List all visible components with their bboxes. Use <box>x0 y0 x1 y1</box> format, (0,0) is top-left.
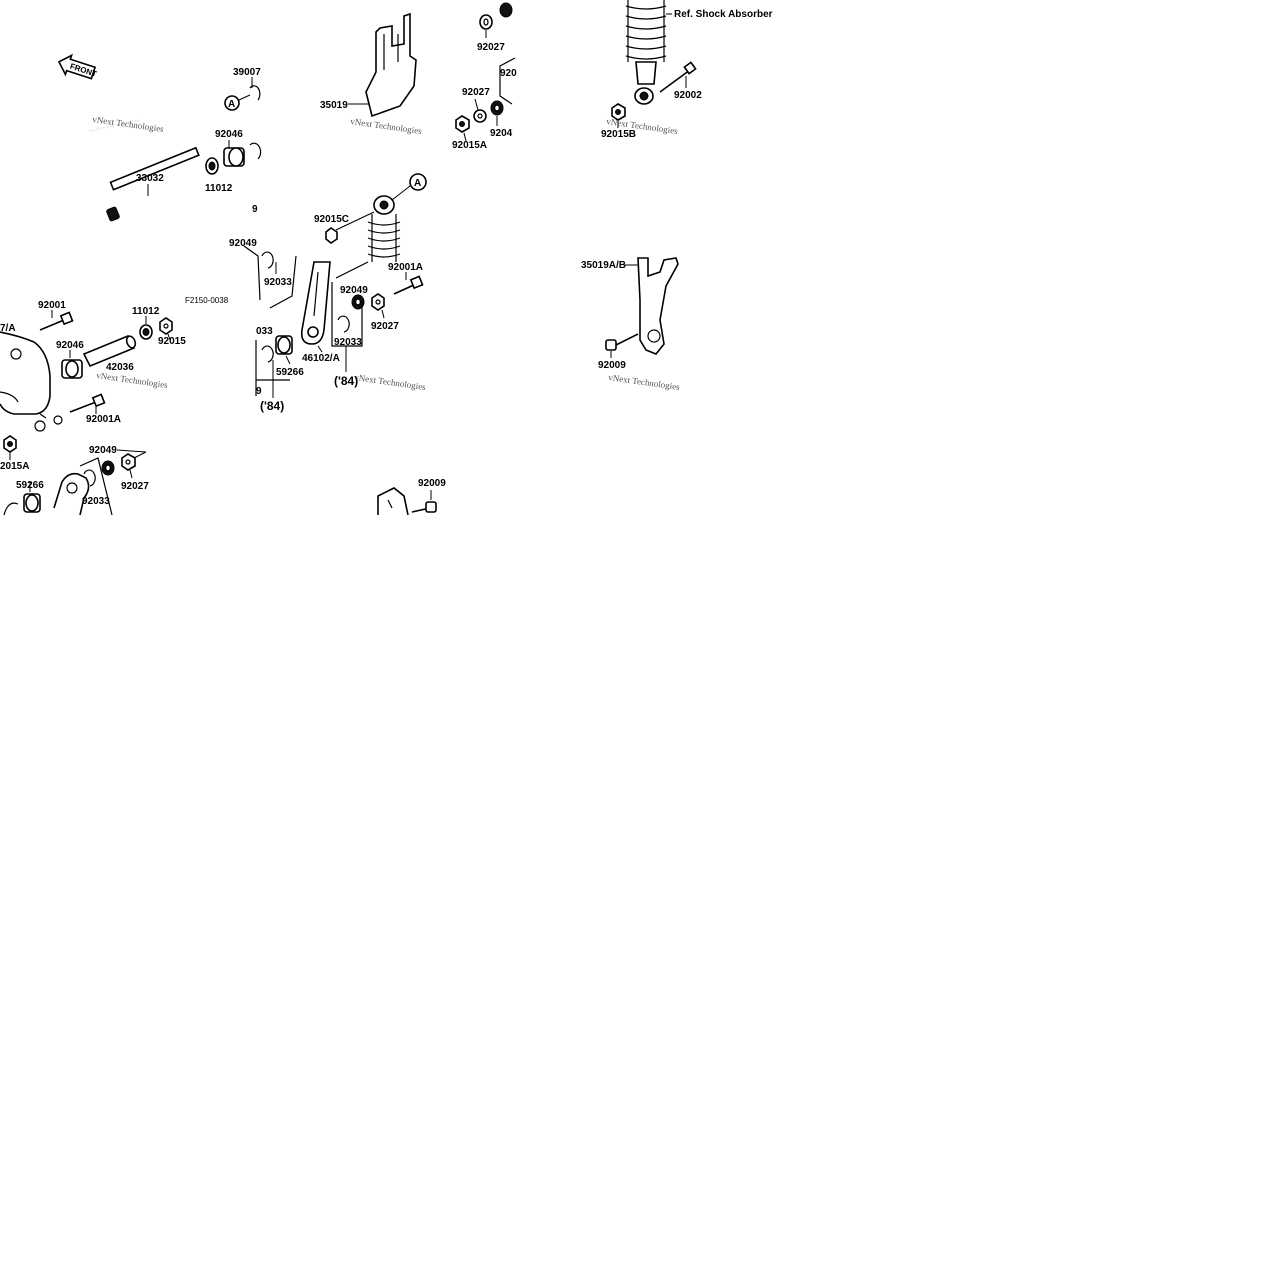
label-92033-right: 92033 <box>334 337 362 348</box>
label-92046-left: 92046 <box>56 340 84 351</box>
bracket-35019 <box>365 12 417 118</box>
label-92027-right: 92027 <box>371 321 399 332</box>
washer-92027-top <box>479 14 493 30</box>
nut-92015B <box>611 103 626 121</box>
figure-code: F2150-0038 <box>185 296 229 305</box>
label-92033-bottom: 92033 <box>82 496 110 507</box>
label-92049-bottom: 92049 <box>89 445 117 456</box>
label-42036: 42036 <box>106 362 134 373</box>
label-92015C: 92015C <box>314 214 349 225</box>
spacer-59266-mid <box>275 335 293 355</box>
label-92015-left: 92015 <box>158 336 186 347</box>
nut-92015A-top <box>455 115 470 133</box>
callout-a-right: A <box>414 178 421 189</box>
ref-shock-absorber-note: Ref. Shock Absorber <box>674 9 773 20</box>
label-11012-top: 11012 <box>205 183 233 194</box>
label-9-cut-b: 9 <box>256 386 262 397</box>
label-35019: 35019 <box>320 100 348 111</box>
front-arrow-icon: FRONT <box>57 53 98 80</box>
label-92027-mid: 92027 <box>462 87 490 98</box>
nut-92027-right <box>371 293 385 311</box>
year-tag-left: ('84) <box>260 399 284 413</box>
label-92002: 92002 <box>674 90 702 101</box>
label-7A-cut: 7/A <box>0 323 16 334</box>
bolt-92009-right <box>605 333 639 351</box>
label-92046-top: 92046 <box>215 129 243 140</box>
label-39007: 39007 <box>233 67 261 78</box>
bolt-92001A-mid <box>393 275 424 295</box>
washer-92045 <box>490 100 504 116</box>
swing-arm-left <box>0 331 51 415</box>
label-11012-left: 11012 <box>132 306 160 317</box>
label-920-cut: 920 <box>500 68 517 79</box>
washer-92049-bottom <box>101 460 115 476</box>
tube-42036 <box>82 334 137 368</box>
label-92045: 9204 <box>490 128 513 139</box>
watermark: vNext Technologies <box>350 116 423 136</box>
bolt-92001-left <box>39 311 74 331</box>
label-92015B: 92015B <box>601 129 636 140</box>
label-92015A-left: 2015A <box>0 461 29 472</box>
label-33032: 33032 <box>136 173 164 184</box>
watermark: vNext Technologies <box>96 370 169 390</box>
label-92001-left: 92001 <box>38 300 66 311</box>
bearing-11012-top <box>205 157 219 175</box>
shaft-33032 <box>106 146 200 222</box>
bracket-35019AB <box>637 257 679 355</box>
bolt-92001A-left <box>69 393 106 413</box>
label-92027-top: 92027 <box>477 42 505 53</box>
year-tag-right: ('84) <box>334 374 358 388</box>
label-92049-right: 92049 <box>340 285 368 296</box>
nut-92015-left <box>159 317 173 335</box>
spacer-59266-bottom <box>23 493 41 513</box>
label-92001A-left: 92001A <box>86 414 121 425</box>
label-033-cut: 033 <box>256 326 273 337</box>
watermark: vNext Technologies <box>354 372 427 392</box>
nut-92015A-left <box>3 435 17 453</box>
label-92027-bottom: 92027 <box>121 481 149 492</box>
label-92009-bottom: 92009 <box>418 478 446 489</box>
watermark: vNext Technologies <box>608 372 681 392</box>
link-plate-bottom <box>53 472 90 516</box>
shock-absorber-mid <box>367 195 401 262</box>
callout-a-left: A <box>228 99 235 110</box>
label-92049-mid: 92049 <box>229 238 257 249</box>
label-35019AB: 35019A/B <box>581 260 626 271</box>
label-92001A-mid: 92001A <box>388 262 423 273</box>
washer-92027-mid <box>473 109 487 123</box>
nut-92027-bottom <box>121 453 136 471</box>
bushing-92046-left <box>61 359 83 379</box>
bolt-92009-bottom <box>411 501 437 513</box>
bushing-92046-top <box>223 147 245 167</box>
nut-92015C <box>325 227 338 244</box>
label-9-cut: 9 <box>252 204 258 215</box>
label-59266-bottom: 59266 <box>16 480 44 491</box>
bearing-11012-left <box>139 324 153 340</box>
label-92033-mid: 92033 <box>264 277 292 288</box>
bolt-92002 <box>659 61 697 93</box>
shock-absorber-top <box>625 0 667 105</box>
link-rod-46102 <box>300 261 331 345</box>
label-59266-mid: 59266 <box>276 367 304 378</box>
washer-92049-right <box>351 294 365 310</box>
label-92009-right: 92009 <box>598 360 626 371</box>
bracket-92009-bottom <box>377 487 409 516</box>
label-92015A-top: 92015A <box>452 140 487 151</box>
label-46102A: 46102/A <box>302 353 340 364</box>
